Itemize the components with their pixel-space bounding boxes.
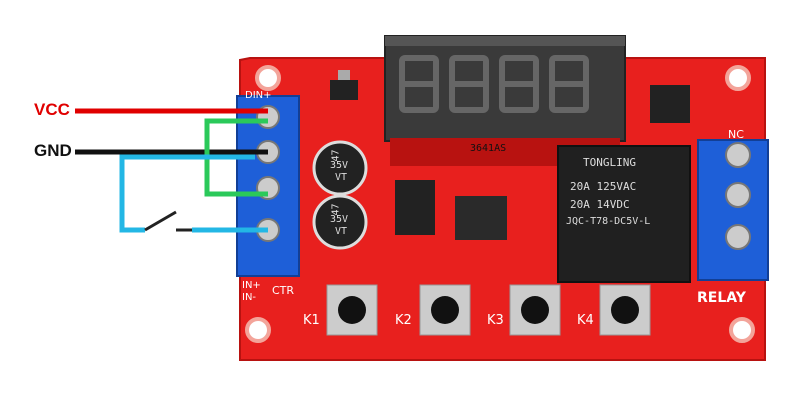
mount-hole (255, 65, 281, 91)
capacitor-2-voltage: 35V (330, 214, 349, 225)
transistor (330, 80, 358, 100)
mount-hole (729, 317, 755, 343)
gnd-label: GND (34, 141, 72, 160)
ic-chip-top-right (650, 85, 690, 123)
capacitor (312, 194, 368, 250)
vcc-label: VCC (34, 100, 70, 119)
ctr-label: CTR (272, 284, 295, 297)
din-label: DIN+ (245, 90, 272, 101)
switch-wire (119, 154, 255, 233)
optocoupler (395, 180, 435, 235)
in-plus-label: IN+ (242, 280, 261, 291)
capacitor-2-series: VT (335, 226, 348, 237)
relay-rating-2: 20A 14VDC (570, 198, 630, 211)
relay-brand: TONGLING (583, 156, 636, 169)
relay (557, 145, 691, 283)
in-minus-label: IN- (242, 292, 257, 303)
switch-lever (144, 210, 177, 232)
mount-hole (245, 317, 271, 343)
capacitor-1-series: VT (335, 172, 348, 183)
relay-model: JQC-T78-DC5V-L (566, 216, 651, 227)
capacitor (312, 140, 368, 196)
capacitor-1-voltage: 35V (330, 160, 349, 171)
button-k3-label: K3 (487, 313, 504, 328)
button-k2-label: K2 (395, 313, 412, 328)
microcontroller (455, 196, 507, 240)
terminal-screws-right (725, 142, 751, 250)
display-digits (399, 55, 589, 113)
push-buttons (326, 284, 651, 336)
relay-label: RELAY (697, 290, 746, 306)
relay-rating-1: 20A 125VAC (570, 180, 637, 193)
display-model-text: 3641AS (470, 143, 507, 154)
mount-hole (725, 65, 751, 91)
button-k1-label: K1 (303, 313, 320, 328)
button-k4-label: K4 (577, 313, 594, 328)
nc-label: NC (728, 128, 744, 141)
